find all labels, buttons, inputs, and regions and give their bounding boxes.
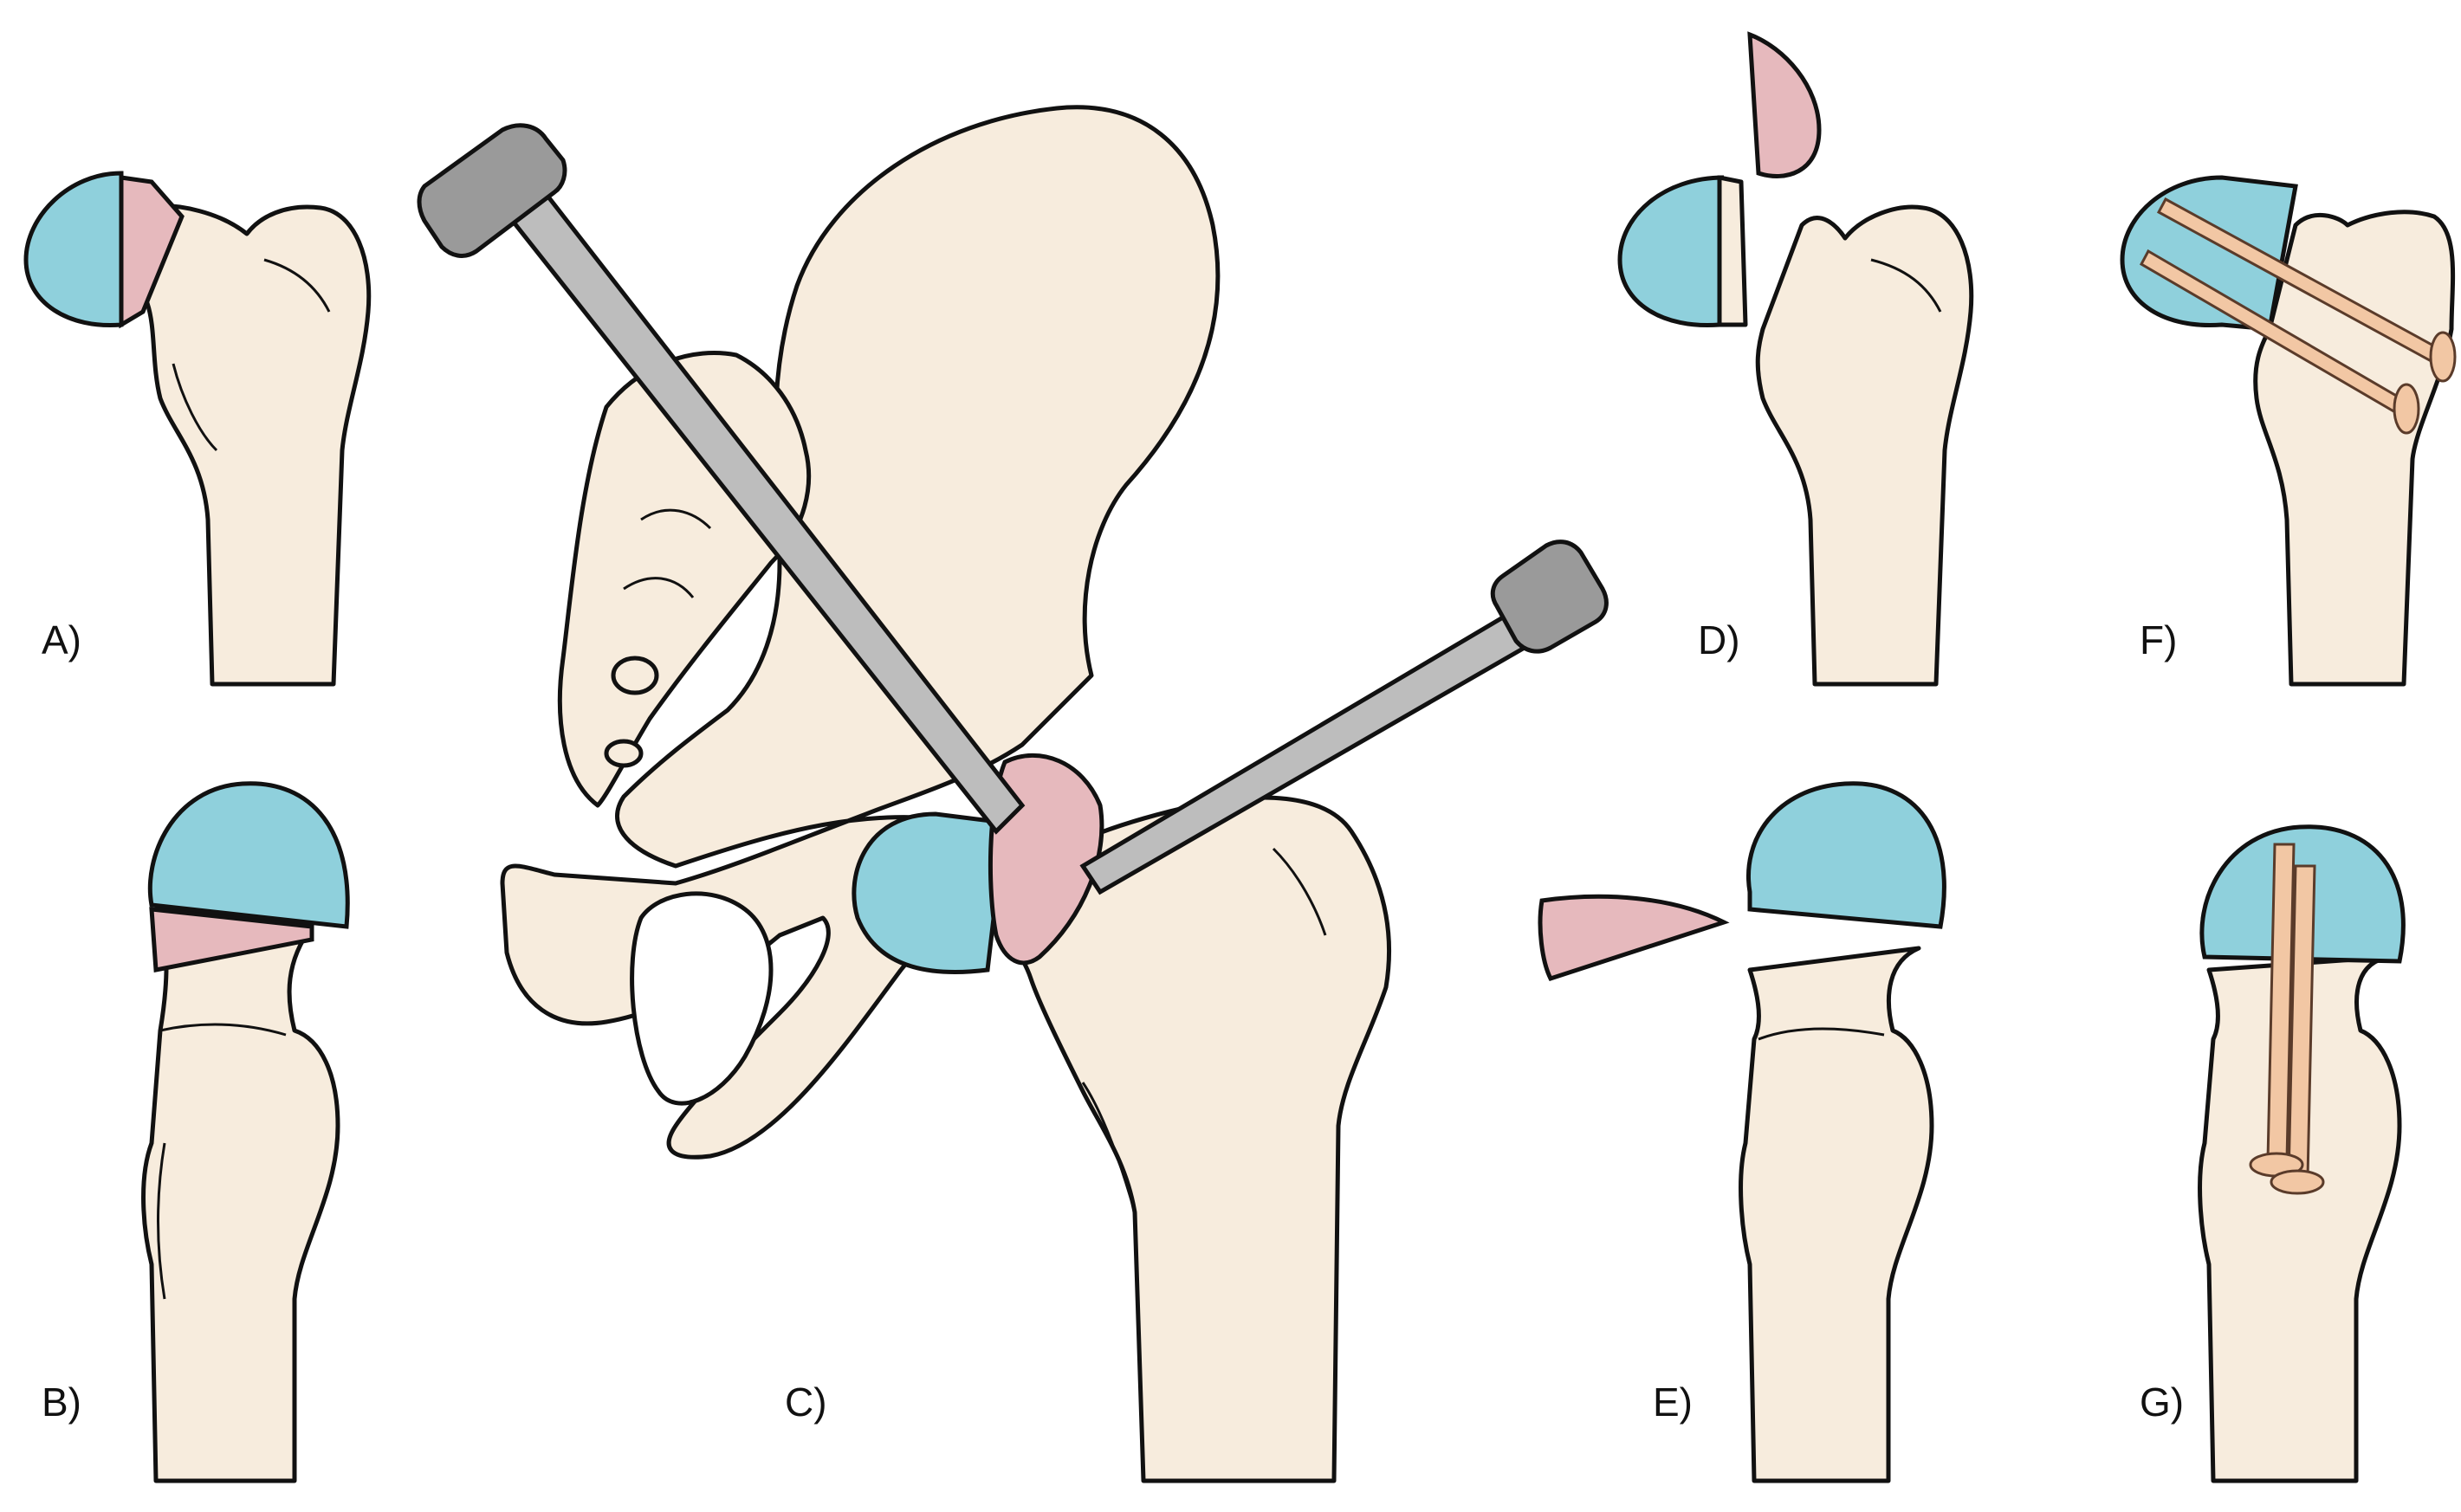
label-f: F) [2140, 617, 2177, 662]
panel-d-femur: D) [1617, 31, 1974, 687]
label-a: A) [42, 617, 81, 662]
label-d: D) [1698, 617, 1740, 662]
screws-ap [2249, 843, 2325, 1195]
panel-e-femur: E) [1538, 781, 1946, 1483]
panel-f-femur: F) [2120, 175, 2457, 687]
panel-a-femur: A) [23, 171, 372, 687]
label-g: G) [2140, 1380, 2184, 1425]
panel-c-hip: C) [417, 105, 1609, 1483]
label-b: B) [42, 1380, 81, 1425]
label-c: C) [785, 1380, 827, 1425]
retractor-instrument-right [1079, 540, 1609, 895]
screws-lateral [2139, 197, 2457, 435]
removed-wedge [1538, 894, 1730, 982]
panel-g-femur: G) [2140, 824, 2406, 1483]
retractor-instrument-left [417, 123, 1026, 835]
removed-wedge [1747, 31, 1822, 178]
panel-b-femur: B) [42, 781, 350, 1483]
label-e: E) [1653, 1380, 1693, 1425]
